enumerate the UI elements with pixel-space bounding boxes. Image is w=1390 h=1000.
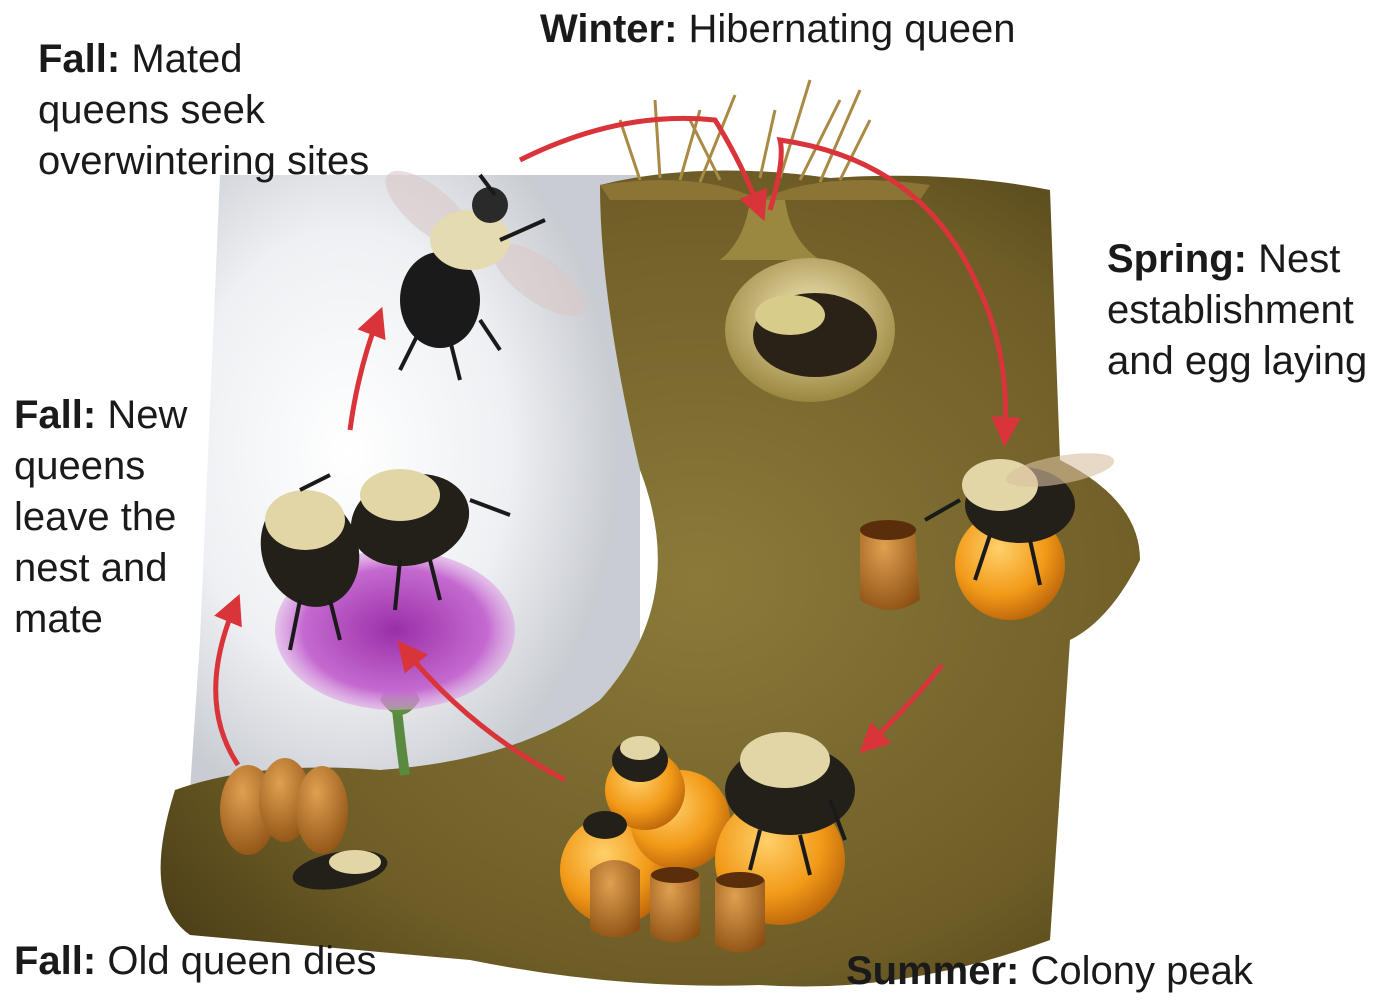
label-fall-mated-season: Fall: — [38, 37, 120, 81]
label-winter-season: Winter: — [540, 7, 677, 51]
label-fall-mated-queens: Fall: Mated queens seek overwintering si… — [38, 34, 369, 187]
label-summer-season: Summer: — [846, 949, 1019, 993]
label-spring: Spring: Nest establishment and egg layin… — [1107, 234, 1367, 387]
label-winter-text: Hibernating queen — [689, 7, 1016, 51]
label-winter: Winter: Hibernating queen — [540, 4, 1015, 55]
label-fall-new-season: Fall: — [14, 393, 96, 437]
label-fall-old-season: Fall: — [14, 939, 96, 983]
label-spring-season: Spring: — [1107, 237, 1247, 281]
label-fall-old-queen: Fall: Old queen dies — [14, 936, 376, 987]
grass-tufts — [620, 80, 870, 182]
label-summer: Summer: Colony peak — [846, 946, 1253, 997]
label-fall-new-queens: Fall: New queens leave the nest and mate — [14, 390, 187, 645]
label-fall-old-text: Old queen dies — [107, 939, 376, 983]
hibernating-queen-thorax — [755, 295, 825, 335]
label-summer-text: Colony peak — [1031, 949, 1253, 993]
